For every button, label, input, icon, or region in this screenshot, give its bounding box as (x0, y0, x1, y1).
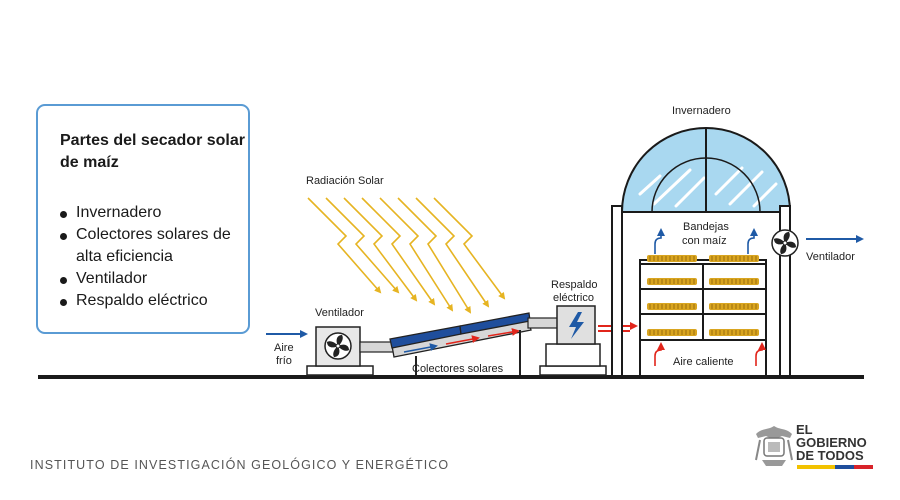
lightning-icon (569, 312, 584, 339)
gov-text-line3: DE TODOS (796, 448, 864, 463)
coat-of-arms-icon (755, 426, 793, 466)
gov-logo-underline (797, 465, 873, 469)
sun-rays-icon (307, 197, 506, 314)
legend-item-fan: Ventilador (60, 268, 250, 290)
hot-air-label: Aire caliente (673, 356, 734, 368)
legend-box: Partes del secador solar de maíz Inverna… (36, 104, 250, 334)
fan-icon (324, 332, 352, 360)
footer-institute: INSTITUTO DE INVESTIGACIÓN GEOLÓGICO Y E… (30, 458, 450, 472)
solar-collectors (389, 312, 559, 375)
radiation-label: Radiación Solar (306, 175, 384, 187)
backup-label: Respaldo (551, 279, 597, 291)
trays-label-2: con maíz (682, 235, 727, 247)
fan-right-icon (771, 229, 799, 257)
legend-item-solar-collectors: Colectores solares de alta eficiencia (60, 224, 250, 268)
greenhouse (611, 127, 799, 377)
gov-text-line2: GOBIERNO (796, 435, 867, 450)
fan-right-label: Ventilador (806, 251, 855, 263)
cold-air-label: Aire (274, 342, 294, 354)
collectors-label: Colectores solares (412, 363, 504, 375)
backup-label-2: eléctrico (553, 292, 594, 304)
fan-unit-left (306, 326, 397, 376)
gov-logo-text: EL GOBIERNO DE TODOS (796, 423, 867, 462)
gov-text-line1: EL (796, 422, 813, 437)
trays-label: Bandejas (683, 221, 729, 233)
legend-item-greenhouse: Invernadero (60, 202, 250, 224)
greenhouse-label: Invernadero (672, 105, 731, 117)
legend-list: Invernadero Colectores solares de alta e… (60, 202, 250, 312)
fan-left-label: Ventilador (315, 307, 364, 319)
cold-air-label-2: frío (276, 355, 292, 367)
electric-backup-unit (539, 305, 607, 376)
legend-item-electric-backup: Respaldo eléctrico (60, 290, 250, 312)
legend-title: Partes del secador solar de maíz (60, 132, 245, 171)
